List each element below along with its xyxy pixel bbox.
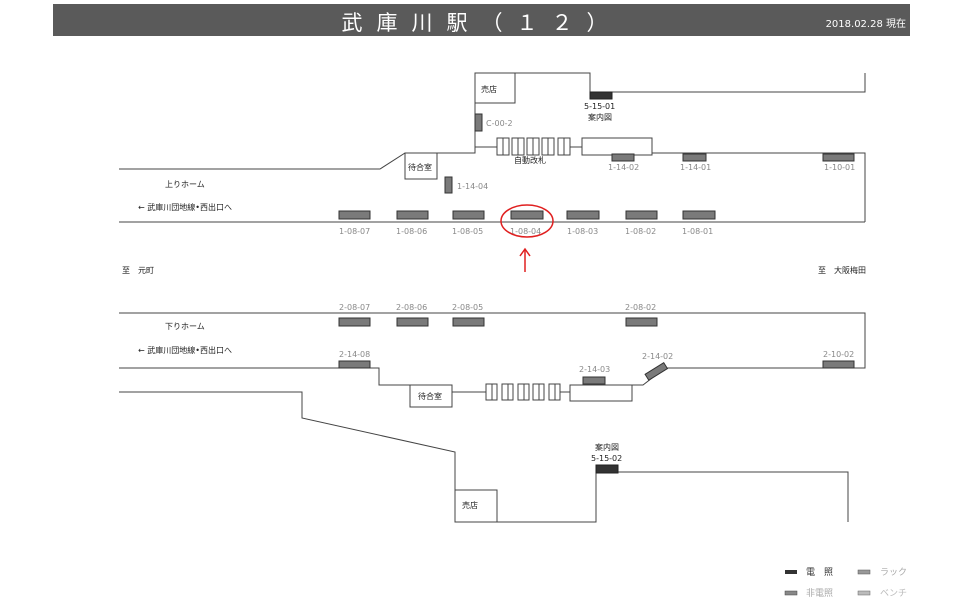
page-title: 武庫川駅（１２） (341, 11, 622, 35)
direction-left: 至 元町 (122, 266, 154, 275)
legend-lit: 電 照 (806, 567, 833, 578)
legend-rack: ラック (880, 567, 907, 578)
rack2-label: 1-14-04 (457, 182, 488, 191)
upper-lights: 1-08-07 1-08-06 1-08-05 1-08-04 1-08-03 … (338, 210, 716, 236)
upper-direction: ← 武庫川団地線•西出口へ (138, 202, 232, 212)
legend-bench: ベンチ (880, 588, 907, 599)
svg-text:1-08-05: 1-08-05 (452, 227, 483, 236)
svg-text:2-08-02: 2-08-02 (625, 303, 656, 312)
svg-text:1-08-02: 1-08-02 (625, 227, 656, 236)
svg-text:2-08-07: 2-08-07 (339, 303, 370, 312)
svg-text:1-08-07: 1-08-07 (339, 227, 370, 236)
svg-text:2-08-05: 2-08-05 (452, 303, 483, 312)
rack-c002 (474, 113, 483, 132)
rack-label: C-00-2 (486, 119, 513, 128)
shop-lower (454, 489, 498, 523)
waiting-room-upper-label: 待合室 (408, 162, 432, 172)
rack-11404 (444, 176, 453, 194)
map-code-lower: 5-15-02 (591, 454, 622, 463)
lower-benches: 2-14-08 2-14-03 2-14-02 2-10-02 (338, 350, 855, 385)
legend-unlit: 非電照 (806, 587, 833, 599)
svg-text:1-14-01: 1-14-01 (680, 163, 711, 172)
svg-text:2-14-02: 2-14-02 (642, 352, 673, 361)
highlight-circle (500, 204, 554, 238)
lower-lights: 2-08-07 2-08-06 2-08-05 2-08-02 (338, 303, 658, 327)
lower-direction: ← 武庫川団地線•西出口へ (138, 345, 232, 355)
arrow-up-icon (519, 247, 531, 272)
upper-structure: 売店 待合室 自動改札 5-15-01 案内図 C-00-2 1-14-04 1… (119, 72, 866, 272)
svg-text:2-08-06: 2-08-06 (396, 303, 427, 312)
svg-text:2-14-03: 2-14-03 (579, 365, 610, 374)
svg-text:2-10-02: 2-10-02 (823, 350, 854, 359)
direction-right: 至 大阪梅田 (818, 265, 866, 275)
title-bar: 武庫川駅（１２） 2018.02.28 現在 (53, 4, 910, 36)
waiting-room-lower-label: 待合室 (418, 391, 442, 401)
svg-text:1-10-01: 1-10-01 (824, 163, 855, 172)
map-sign-lower (595, 464, 619, 474)
lower-platform-label: 下りホーム (165, 322, 205, 331)
shop-upper (474, 72, 516, 104)
lower-structure: 待合室 売店 案内図 5-15-02 2-08-07 2-08-06 2-08-… (119, 303, 866, 523)
ticket-gates-lower (485, 383, 561, 401)
map-label-upper: 案内図 (588, 112, 612, 122)
svg-text:1-08-01: 1-08-01 (682, 227, 713, 236)
svg-text:1-08-03: 1-08-03 (567, 227, 598, 236)
map-code-upper: 5-15-01 (584, 102, 615, 111)
svg-text:1-08-06: 1-08-06 (396, 227, 427, 236)
map-label-lower: 案内図 (595, 442, 619, 452)
svg-text:1-14-02: 1-14-02 (608, 163, 639, 172)
ticket-gates (496, 137, 571, 156)
upper-benches: 1-14-02 1-14-01 1-10-01 (608, 153, 855, 172)
date-label: 2018.02.28 現在 (825, 19, 906, 30)
upper-platform-label: 上りホーム (165, 180, 205, 189)
shop-upper-label: 売店 (481, 84, 497, 94)
svg-text:1-08-04: 1-08-04 (510, 227, 541, 236)
gates-label: 自動改札 (514, 155, 546, 165)
map-sign-lit (589, 91, 613, 100)
waiting-room-upper (404, 152, 438, 180)
shop-lower-label: 売店 (462, 500, 478, 510)
legend: 電 照 ラック 非電照 ベンチ (784, 567, 907, 599)
waiting-room-lower (409, 384, 453, 408)
svg-text:2-14-08: 2-14-08 (339, 350, 370, 359)
